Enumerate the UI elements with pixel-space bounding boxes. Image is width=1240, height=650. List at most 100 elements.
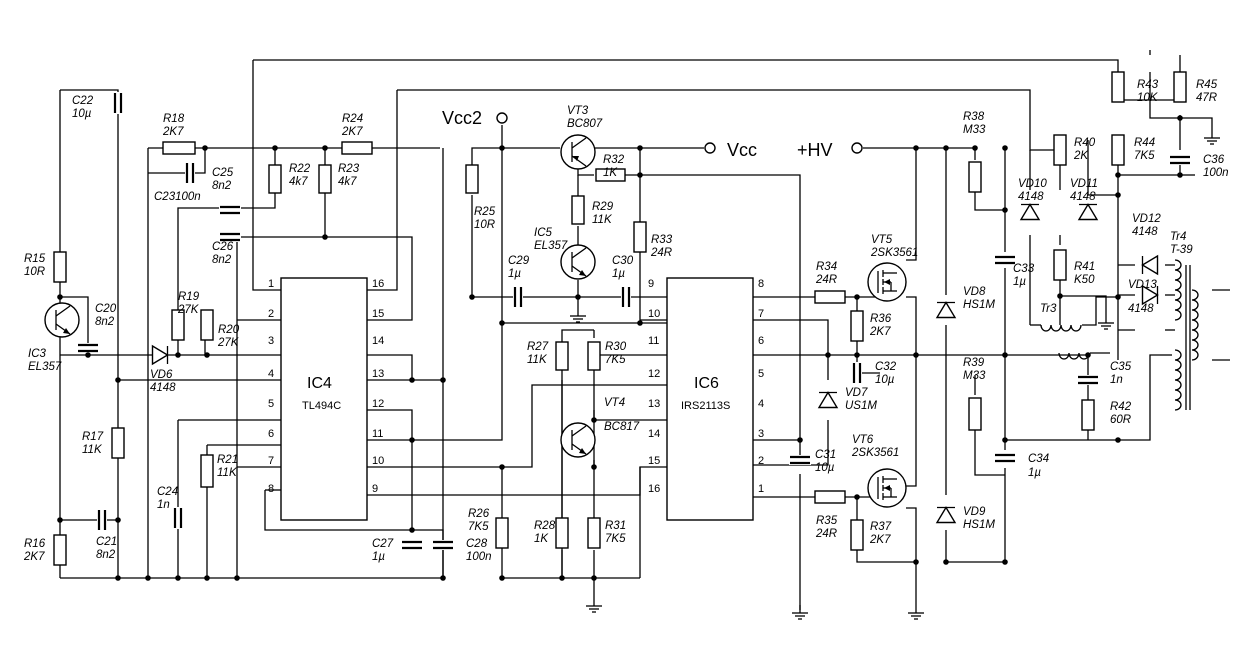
junction-dot (1115, 192, 1121, 198)
label-c24-line: C24 (157, 486, 178, 498)
junction-dot (499, 575, 505, 581)
resistor-r20 (200, 309, 214, 341)
ic6-pin-left: 16 (648, 483, 660, 495)
resistor-r34 (814, 290, 846, 304)
label-vt5-line: VT5 (871, 234, 893, 246)
junction-dot (1057, 293, 1063, 299)
label-r15-line: R15 (24, 253, 46, 265)
vcc2-terminal (496, 112, 508, 124)
resistor-r45 (1173, 71, 1187, 103)
label-c32-line: 10µ (875, 374, 895, 386)
ic6-pin-left: 13 (648, 398, 660, 410)
ic4-pin-left: 5 (268, 398, 274, 410)
label-vd13: VD13 (1128, 279, 1157, 291)
diode-vd9 (935, 506, 957, 524)
capacitor-c21 (97, 509, 107, 531)
resistor-r43 (1111, 71, 1125, 103)
diode-vd10 (1019, 203, 1041, 221)
capacitor-c24 (173, 507, 183, 529)
ic4-pin-left: 3 (268, 335, 274, 347)
label-vd12-line: VD12 (1132, 213, 1161, 225)
label-r27-line: 11K (527, 354, 548, 366)
resistor-r35 (814, 490, 846, 504)
label-r23-line: 4k7 (338, 176, 357, 188)
vcc-label: Vcc (727, 140, 757, 160)
label-r26-line: 7K5 (468, 521, 489, 533)
junction-dot (1115, 294, 1121, 300)
label-tr4-line: T-39 (1170, 244, 1193, 256)
label-vd9-line: HS1M (963, 519, 995, 531)
label-r33-line: R33 (651, 234, 673, 246)
junction-dot (322, 234, 328, 240)
junction-dot (322, 145, 328, 151)
resistor-r27 (555, 341, 569, 371)
resistor-r19 (171, 309, 185, 341)
label-vd13b: 4148 (1128, 303, 1154, 315)
ic4-pin-left: 4 (268, 368, 274, 380)
label-ic3-line: EL357 (28, 361, 62, 373)
label-r22-line: R22 (289, 163, 311, 175)
junction-dot (115, 517, 121, 523)
label-r21-line: R21 (217, 454, 238, 466)
label-bc817: BC817 (604, 421, 640, 433)
junction-dots (57, 115, 1183, 581)
junction-dot (1002, 352, 1008, 358)
ic6-pin-right: 4 (758, 398, 764, 410)
label-c27-line: 1µ (372, 551, 385, 563)
label-tr3: Tr3 (1040, 303, 1057, 315)
label-c34-line: 1µ (1028, 467, 1041, 479)
label-c21-line: 8n2 (96, 549, 116, 561)
label-r30-line: R30 (605, 341, 627, 353)
label-r22-line: 4k7 (289, 176, 308, 188)
ic6-pin-left: 15 (648, 455, 660, 467)
label-ic5-line: IC5 (534, 227, 553, 239)
junction-dot (913, 352, 919, 358)
junction-dot (145, 575, 151, 581)
junction-dot (204, 575, 210, 581)
label-c21-line: C21 (96, 536, 117, 548)
junction-dot (972, 145, 978, 151)
label-tr3-line: Tr3 (1040, 303, 1057, 315)
label-vd8-line: VD8 (963, 286, 986, 298)
resistor-r30 (587, 341, 601, 371)
ic4-pin-left: 8 (268, 483, 274, 495)
junction-dot (913, 559, 919, 565)
hv-label: +HV (797, 140, 833, 160)
junction-dot (1002, 145, 1008, 151)
resistor-r21 (200, 454, 214, 488)
junction-dot (1177, 115, 1183, 121)
ic6-pin-right: 6 (758, 335, 764, 347)
label-c31-line: 10µ (815, 462, 835, 474)
label-c30-line: 1µ (612, 268, 625, 280)
junction-dot (440, 377, 446, 383)
optocoupler-ic3-transistor (44, 302, 80, 338)
label-ic5-line: EL357 (534, 240, 568, 252)
label-vt3-line: VT3 (567, 105, 589, 117)
label-r29-line: 11K (592, 214, 613, 226)
resistor-r18 (162, 141, 196, 155)
junction-dot (115, 575, 121, 581)
ic6-pin-left: 11 (648, 335, 659, 347)
label-c23-line: C23100n (154, 191, 201, 203)
label-r38-line: R38 (963, 111, 985, 123)
label-vt5-line: 2SK3561 (870, 247, 918, 259)
ground-vt4 (586, 598, 602, 613)
junction-dot (797, 437, 803, 443)
